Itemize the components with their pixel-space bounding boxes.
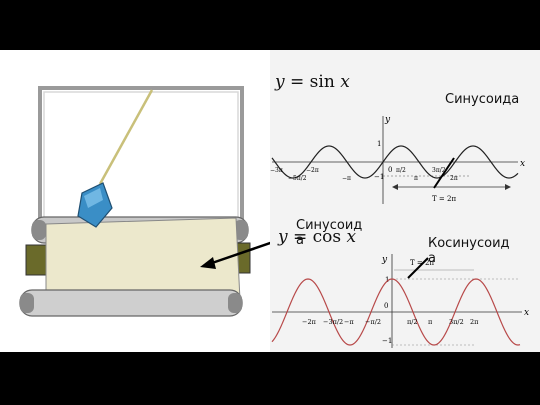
cos-y-minus-one: −1 [382, 337, 392, 345]
cos-y-one: 1 [385, 276, 389, 284]
pendulum-bob [77, 182, 113, 228]
sine-graph: y x 1 −1 0 T = 2π −3π −5π/2−2π −π π/2 π 3π/2 2… [270, 115, 525, 204]
sine-period-label: T = 2π [432, 195, 456, 203]
pendulum-string [98, 89, 154, 185]
cos-formula: y = cos x [278, 227, 357, 247]
sine-curve [271, 145, 519, 179]
device-frame [38, 86, 244, 232]
cos-tick-label: −2π [302, 318, 317, 326]
sine-tick-label: −2π [306, 167, 319, 174]
cos-tick-label: −3π/2 [323, 318, 343, 326]
cos-tick-label: −π/2 [365, 318, 381, 326]
sine-tick-label: −π [342, 175, 351, 182]
cosinusoid-callout-arrow [407, 257, 429, 279]
sine-tick-label: π [414, 175, 418, 182]
sinusoid-callout-device: Синусоида [296, 218, 363, 248]
cos-tick-label: 3π/2 [449, 318, 464, 326]
cosinusoid-callout: Косинусоида [428, 236, 510, 266]
sine-origin: 0 [388, 166, 392, 174]
cos-tick-label: π/2 [407, 318, 418, 326]
device-callout-arrow [211, 241, 270, 265]
sinusoid-callout-top: Синусоида [445, 92, 520, 107]
sine-tick-label: −3π [270, 167, 283, 174]
sinusoid-callout-arrow [433, 157, 455, 189]
sine-y-label: y [384, 115, 391, 125]
sine-y-one: 1 [377, 140, 381, 148]
sine-tick-label: 2π [450, 175, 458, 182]
cos-x-label: x [524, 308, 529, 318]
sine-y-minus-one: −1 [374, 173, 384, 181]
graphs-panel: y = sin x Синусоида y x 1 −1 0 T = 2π −3… [270, 50, 540, 352]
front-roller [19, 289, 243, 317]
cos-origin: 0 [384, 302, 388, 310]
sine-tick-label: 3π/2 [432, 167, 446, 174]
cos-tick-label: 2π [470, 318, 479, 326]
sine-tick-label: π/2 [396, 167, 406, 174]
cosine-curve [271, 278, 521, 346]
slide: y = sin x Синусоида y x 1 −1 0 T = 2π −3… [0, 50, 540, 352]
cos-tick-label: π [428, 318, 433, 326]
pendulum-device-illustration [19, 86, 270, 317]
device-frame-inner [43, 91, 239, 232]
sine-tick-label: −5π/2 [288, 175, 307, 182]
cos-y-label: y [381, 255, 388, 265]
sin-formula: y = sin x [275, 72, 350, 92]
cos-tick-label: −π [344, 318, 354, 326]
sine-x-label: x [520, 159, 525, 169]
